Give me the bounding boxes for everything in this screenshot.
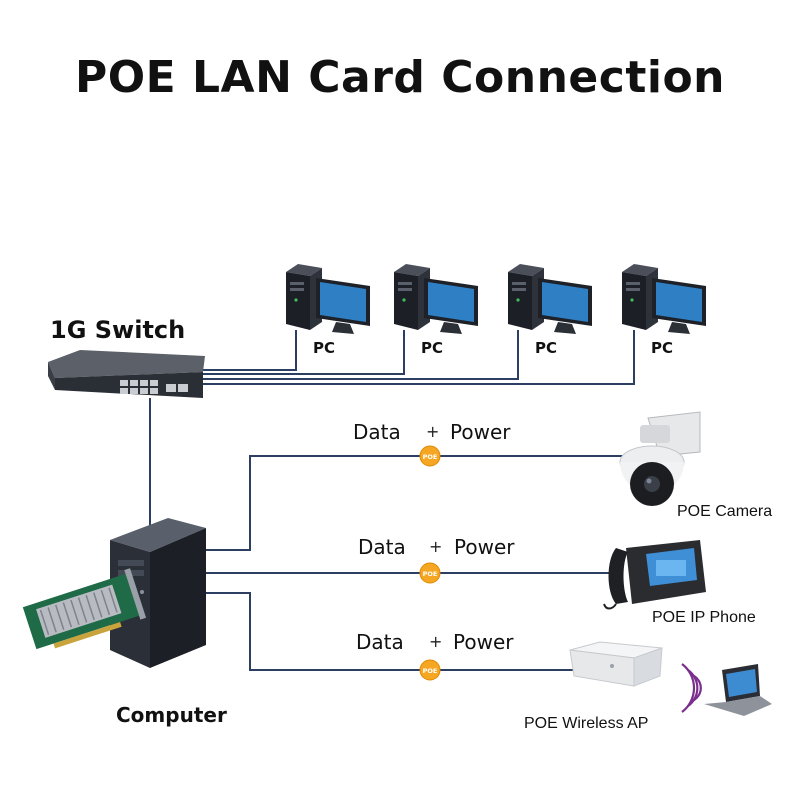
poe-badge-text-3: POE [423, 667, 438, 675]
data-label-2: Data [358, 535, 406, 559]
poe-wireless-ap-label: POE Wireless AP [524, 715, 649, 732]
poe-badge-2 [419, 562, 441, 584]
plus-label-3: + [429, 632, 443, 651]
pc-label-3: PC [535, 339, 558, 357]
poe-badge-text-1: POE [423, 453, 438, 461]
pc-group [286, 264, 706, 334]
poe-badge-text-2: POE [423, 570, 438, 578]
pc-device-2 [394, 264, 478, 334]
pc-label-1: PC [313, 339, 336, 357]
poe-badge-1 [419, 445, 441, 467]
poe-wireless-ap-device [569, 641, 663, 687]
line-poe-camera [205, 455, 625, 551]
poe-ip-phone-device [603, 540, 706, 610]
power-label-2: Power [454, 535, 515, 559]
poe-lan-card [22, 568, 147, 650]
computer-label: Computer [116, 703, 227, 727]
power-label-3: Power [453, 630, 514, 654]
plus-label-2: + [429, 537, 443, 556]
pc-device-1 [286, 264, 370, 334]
data-label-3: Data [356, 630, 404, 654]
plus-label-1: + [426, 422, 440, 441]
poe-badges [419, 445, 441, 681]
poe-ip-phone-label: POE IP Phone [652, 609, 756, 626]
line-poe-ap [205, 592, 575, 671]
switch-device [48, 350, 205, 398]
switch-pc-lines [149, 330, 635, 530]
poe-camera-label: POE Camera [677, 503, 773, 520]
line-switch-pc-1 [200, 330, 297, 371]
poe-lines [205, 455, 625, 671]
data-label-1: Data [353, 420, 401, 444]
line-switch-pc-4 [200, 330, 635, 385]
line-switch-pc-3 [200, 330, 519, 380]
power-label-1: Power [450, 420, 511, 444]
pc-device-4 [622, 264, 706, 334]
pc-label-2: PC [421, 339, 444, 357]
wifi-signal-icon [681, 663, 702, 713]
line-switch-pc-2 [200, 330, 405, 375]
poe-camera-device [619, 411, 701, 506]
diagram-title: POE LAN Card Connection [74, 52, 725, 103]
pc-label-4: PC [651, 339, 674, 357]
laptop-device [704, 664, 772, 716]
computer-device [22, 518, 206, 668]
pc-device-3 [508, 264, 592, 334]
poe-badge-3 [419, 659, 441, 681]
switch-label: 1G Switch [50, 316, 186, 344]
